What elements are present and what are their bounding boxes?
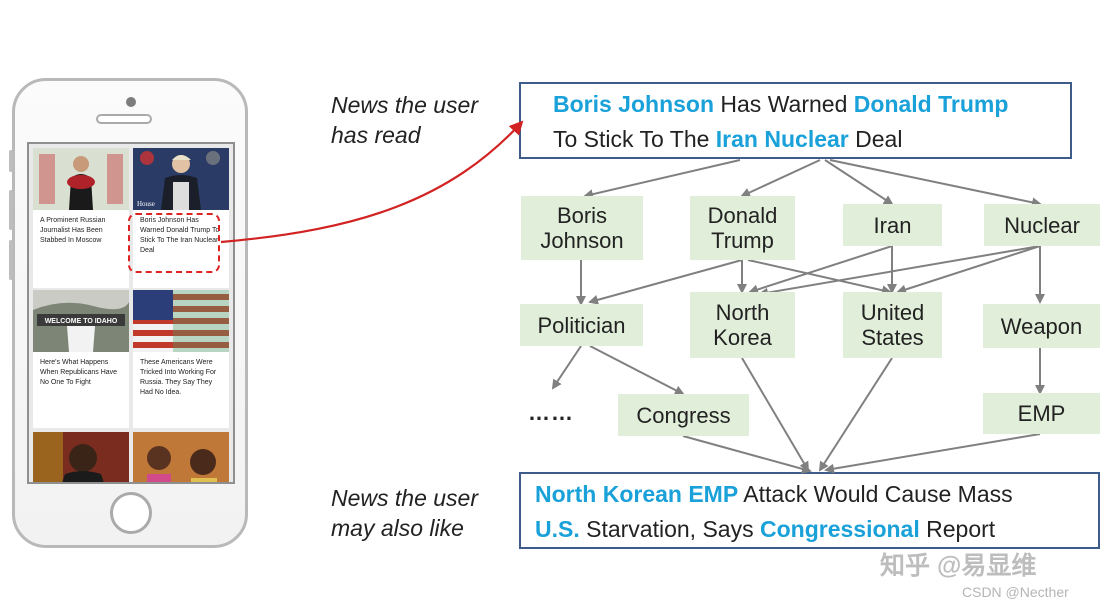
speaker-icon (96, 114, 152, 124)
news-card-title: Boris Johnson Has Warned Donald Trump To… (140, 217, 220, 254)
edge (740, 159, 821, 198)
node-weapon: Weapon (983, 304, 1100, 348)
mugabe-photo-icon (33, 432, 129, 482)
news-card[interactable]: A Prominent Russian Journalist Has Been … (33, 148, 129, 288)
news-thumbnail (33, 148, 129, 210)
node-nuclear: Nuclear (984, 204, 1100, 246)
node-iran: Iran (843, 204, 942, 246)
boris-photo-icon: House (133, 148, 229, 210)
like-news-box: North Korean EMP Attack Would Cause Mass… (519, 472, 1100, 549)
node-united-states: United States (843, 292, 942, 358)
read-news-box: Boris Johnson Has Warned Donald Trump To… (519, 82, 1072, 159)
edge (818, 357, 893, 472)
edge (824, 433, 1041, 474)
camera-icon (126, 97, 136, 107)
edge (589, 345, 685, 395)
edge (551, 345, 582, 390)
node-donald-trump: Donald Trump (690, 196, 795, 260)
edge (829, 159, 1042, 208)
news-thumbnail: WELCOME TO IDAHO (33, 290, 129, 352)
node-congress: Congress (618, 394, 749, 436)
edge (588, 259, 743, 305)
label-read: News the user has read (331, 92, 479, 148)
news-card[interactable]: WELCOME TO IDAHO Here's What Happens Whe… (33, 290, 129, 428)
ellipsis-node: …… (528, 400, 574, 425)
idaho-sign-icon: WELCOME TO IDAHO (33, 290, 129, 352)
edge (682, 435, 812, 474)
phone-volume-down (9, 240, 13, 280)
edge (741, 357, 810, 472)
children-photo-icon (133, 432, 229, 482)
edge (748, 245, 893, 295)
selected-news-highlight (128, 213, 220, 273)
thumb-caption: House (137, 200, 155, 208)
news-card[interactable] (33, 432, 129, 482)
node-politician: Politician (520, 304, 643, 346)
phone-screen: A Prominent Russian Journalist Has Been … (27, 142, 235, 484)
csdn-watermark: CSDN @Necther (962, 584, 1069, 600)
read-link-arrow (220, 120, 524, 244)
news-card[interactable] (133, 432, 229, 482)
home-button[interactable] (110, 492, 152, 534)
node-emp: EMP (983, 393, 1100, 434)
news-thumbnail (133, 290, 229, 352)
node-north-korea: North Korea (690, 292, 795, 358)
edge (824, 159, 894, 206)
news-card-title: A Prominent Russian Journalist Has Been … (40, 217, 106, 244)
edge (583, 159, 741, 200)
node-boris-johnson: Boris Johnson (521, 196, 643, 260)
edge (747, 259, 892, 296)
flag-photo-icon (133, 290, 229, 352)
edge (758, 245, 1041, 298)
edge (896, 245, 1041, 295)
thumb-caption: WELCOME TO IDAHO (45, 318, 118, 325)
news-thumbnail: House (133, 148, 229, 210)
news-card-title: Here's What Happens When Republicans Hav… (40, 359, 118, 386)
phone-volume-up (9, 190, 13, 230)
label-may-like: News the user may also like (331, 485, 479, 541)
zhihu-watermark: 知乎 @易显维 (880, 552, 1037, 580)
woman-photo-icon (33, 148, 129, 210)
news-card-title: These Americans Were Tricked Into Workin… (140, 359, 217, 396)
phone-side-button (9, 150, 13, 172)
news-card[interactable]: These Americans Were Tricked Into Workin… (133, 290, 229, 428)
